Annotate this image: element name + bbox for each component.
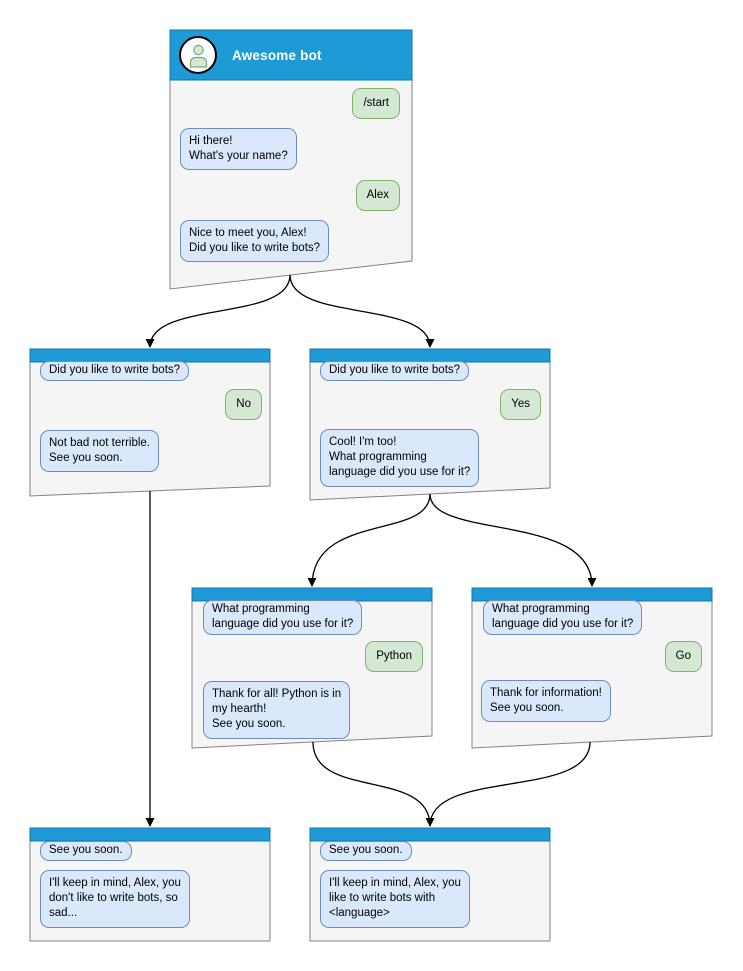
user-message-bubble: Python xyxy=(365,641,423,673)
person-icon xyxy=(189,44,207,68)
chat-window-end-no: See you soon. I'll keep in mind, Alex, y… xyxy=(30,828,270,941)
bot-message-bubble: Cool! I'm too! What programming language… xyxy=(320,429,480,487)
bot-message-bubble: I'll keep in mind, Alex, you like to wri… xyxy=(320,870,470,928)
titlebar-end-yes xyxy=(309,827,551,842)
chat-window-end-yes: See you soon. I'll keep in mind, Alex, y… xyxy=(310,828,550,941)
bot-message-bubble: Hi there! What's your name? xyxy=(180,128,297,171)
user-message-bubble: Alex xyxy=(355,180,400,212)
connector-yes-to-go xyxy=(429,493,597,587)
bot-avatar xyxy=(179,36,217,74)
user-message-bubble: /start xyxy=(352,88,400,120)
bot-message-bubble: Nice to meet you, Alex! Did you like to … xyxy=(180,220,330,263)
user-message-bubble: No xyxy=(225,389,262,421)
bot-message-bubble: Not bad not terrible. See you soon. xyxy=(40,430,160,473)
connector-start-to-yes xyxy=(289,274,435,348)
bot-message-bubble: I'll keep in mind, Alex, you don't like … xyxy=(40,870,190,928)
connector-go-to-end xyxy=(429,741,591,827)
bot-message-bubble: What programming language did you use fo… xyxy=(203,600,363,636)
connector-yes-to-python xyxy=(307,493,431,587)
bot-message-bubble: See you soon. xyxy=(320,841,412,862)
bot-message-bubble: See you soon. xyxy=(40,841,132,862)
bot-message-bubble: Thank for information! See you soon. xyxy=(481,680,611,723)
chat-window-branch-yes: Did you like to write bots? Yes Cool! I'… xyxy=(310,349,550,500)
window-title: Awesome bot xyxy=(232,47,322,63)
user-message-bubble: Yes xyxy=(500,389,541,421)
user-message-bubble: Go xyxy=(664,641,702,673)
bot-message-bubble: Did you like to write bots? xyxy=(40,361,190,382)
bot-message-bubble: Did you like to write bots? xyxy=(320,361,470,382)
titlebar-start xyxy=(169,29,413,81)
chat-window-branch-no: Did you like to write bots? No Not bad n… xyxy=(30,349,270,497)
bot-message-bubble: Thank for all! Python is in my hearth! S… xyxy=(203,681,351,739)
connector-python-to-end xyxy=(312,741,435,827)
chat-window-lang-python: What programming language did you use fo… xyxy=(192,588,432,748)
bot-message-bubble: What programming language did you use fo… xyxy=(483,600,643,636)
connector-start-to-no xyxy=(145,274,291,348)
chat-window-lang-go: What programming language did you use fo… xyxy=(472,588,712,748)
chat-window-start: Awesome bot /start Hi there! What's your… xyxy=(170,30,412,290)
titlebar-end-no xyxy=(29,827,271,842)
